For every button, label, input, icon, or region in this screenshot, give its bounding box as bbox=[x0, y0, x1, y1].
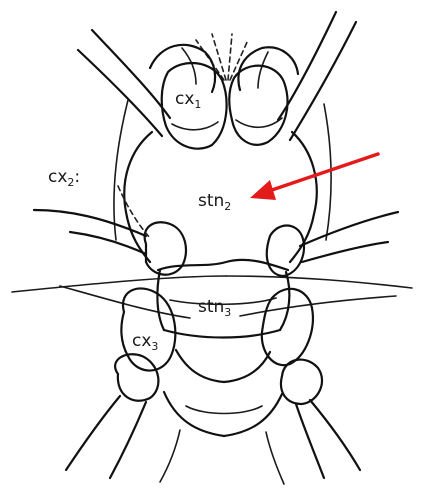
leg-3-right bbox=[266, 400, 360, 484]
label-cx2: cx2: bbox=[48, 167, 80, 189]
leg-3-left bbox=[66, 396, 180, 482]
leg-2-left bbox=[34, 210, 146, 254]
red-arrow-icon bbox=[250, 154, 378, 200]
leg-1-right bbox=[278, 12, 356, 140]
mouthpart-dashes bbox=[196, 34, 248, 80]
label-stn2: stn2 bbox=[198, 191, 231, 213]
label-cx1: cx1 bbox=[175, 89, 201, 111]
label-stn3: stn3 bbox=[198, 297, 231, 319]
coxa-3-right bbox=[262, 289, 322, 404]
posterior-body bbox=[164, 350, 282, 436]
label-cx3: cx3 bbox=[132, 331, 158, 353]
leg-2-right bbox=[300, 212, 398, 262]
